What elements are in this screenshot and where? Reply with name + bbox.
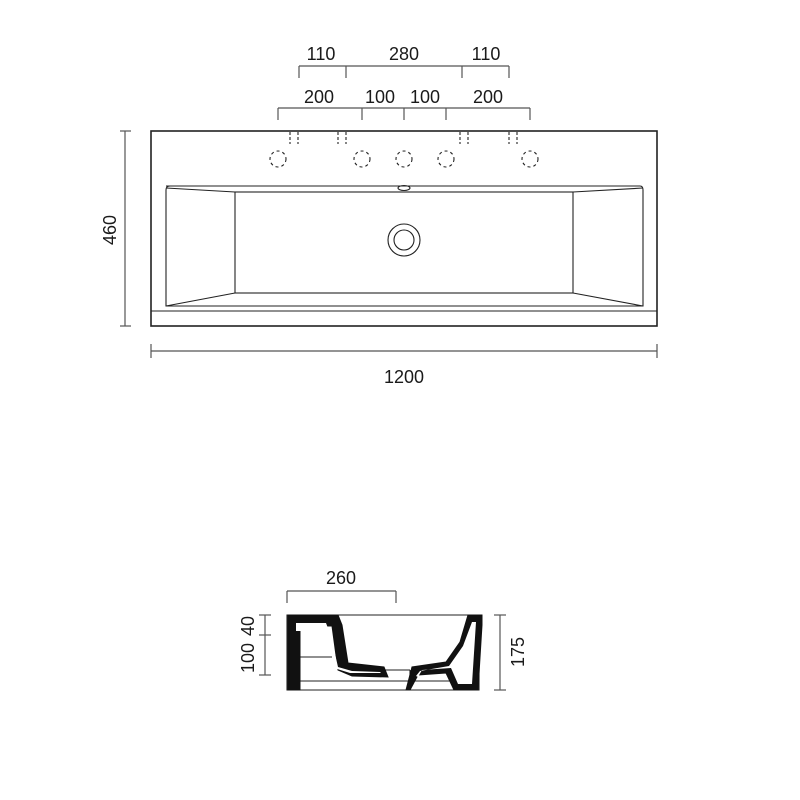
tap-hole-1 — [269, 150, 287, 168]
drain-outer — [387, 223, 421, 257]
section-wall-left — [287, 614, 389, 691]
dim-bowl-label: 100 — [238, 643, 258, 673]
section-outline — [286, 614, 480, 691]
bowl-edge-br — [572, 292, 644, 307]
dim-depth: 260 — [286, 568, 397, 603]
dim-tap-outer-left: 110 — [307, 44, 336, 64]
dim-depth-label: 260 — [326, 568, 356, 588]
tap-holes — [269, 150, 539, 168]
dim-tap-outer-right: 110 — [472, 44, 501, 64]
dim-rim-label: 40 — [238, 616, 258, 636]
section-wall-right-inner — [416, 622, 476, 684]
dim-width-label: 1200 — [384, 367, 424, 387]
dim-tap-inner-1: 200 — [304, 87, 334, 107]
top-view: 1200 460 110 280 110 200 — [100, 44, 658, 387]
dim-tap-inner-2: 100 — [365, 87, 395, 107]
dim-total-height-label: 175 — [508, 637, 528, 667]
dim-tap-outer-mid: 280 — [389, 44, 419, 64]
tap-hole-4 — [437, 150, 455, 168]
dim-tap-inner-4: 200 — [473, 87, 503, 107]
predrill-marks — [289, 132, 518, 144]
dim-total-height: 175 — [494, 614, 528, 691]
bowl-edge-tr — [572, 187, 644, 193]
tap-hole-3 — [395, 150, 413, 168]
dim-height-label: 460 — [100, 215, 120, 245]
overflow-slot — [397, 184, 411, 192]
tap-hole-2 — [353, 150, 371, 168]
bowl-floor — [234, 191, 574, 294]
dim-tap-inner-3: 100 — [410, 87, 440, 107]
drain-inner — [393, 229, 415, 251]
dim-height: 460 — [100, 130, 131, 327]
dim-tap-inner: 200 100 100 200 — [277, 87, 531, 120]
basin-outline — [150, 130, 658, 327]
dim-tap-outer: 110 280 110 — [298, 44, 510, 78]
dim-left-heights: 40 100 — [238, 614, 271, 676]
bowl-outer — [165, 185, 644, 307]
bowl-edge-tl — [165, 187, 236, 193]
section-wall-left-inner — [296, 623, 381, 673]
dim-width: 1200 — [150, 344, 658, 387]
bowl-edge-bl — [165, 292, 236, 307]
tap-hole-5 — [521, 150, 539, 168]
side-section-view: 260 40 100 175 — [238, 568, 528, 691]
